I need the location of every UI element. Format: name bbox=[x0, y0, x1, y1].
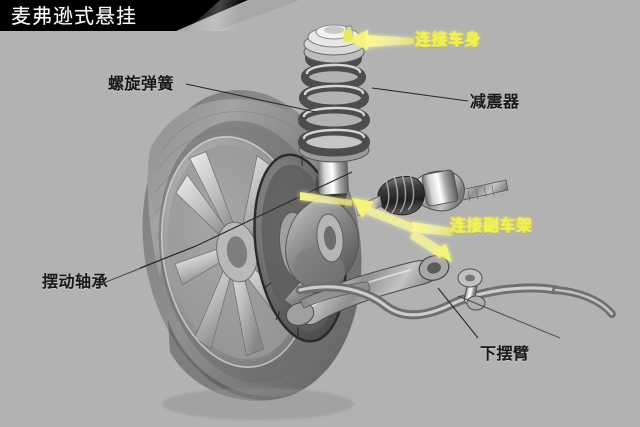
stabilizer-link-group bbox=[457, 268, 486, 311]
arrow-connect-to-body bbox=[344, 30, 414, 50]
leader-coil-spring bbox=[185, 83, 317, 113]
callout-label-connect-to-subframe: 连接副车架 bbox=[450, 216, 533, 235]
drive-shaft-group bbox=[355, 169, 509, 217]
anti-roll-bar-group bbox=[295, 268, 616, 320]
callout-label-shock-absorber: 减震器 bbox=[470, 92, 520, 111]
leader-swing-bearing-b bbox=[195, 171, 353, 247]
callout-label-lower-control-arm: 下摆臂 bbox=[480, 344, 530, 363]
callout-label-swing-bearing: 摆动轴承 bbox=[42, 272, 109, 291]
leader-shock-absorber bbox=[371, 87, 469, 102]
lower-control-arm-group bbox=[285, 255, 450, 326]
leader-lower-arm bbox=[437, 287, 479, 339]
callout-label-connect-to-body: 连接车身 bbox=[415, 30, 482, 49]
arrow-connect-to-subframe bbox=[300, 192, 452, 262]
callout-label-coil-spring: 螺旋弹簧 bbox=[108, 74, 175, 93]
leader-lines bbox=[95, 83, 561, 339]
steering-knuckle-group bbox=[283, 199, 359, 313]
page-title: 麦弗逊式悬挂 bbox=[11, 4, 137, 28]
highlight-arrows bbox=[300, 30, 452, 262]
